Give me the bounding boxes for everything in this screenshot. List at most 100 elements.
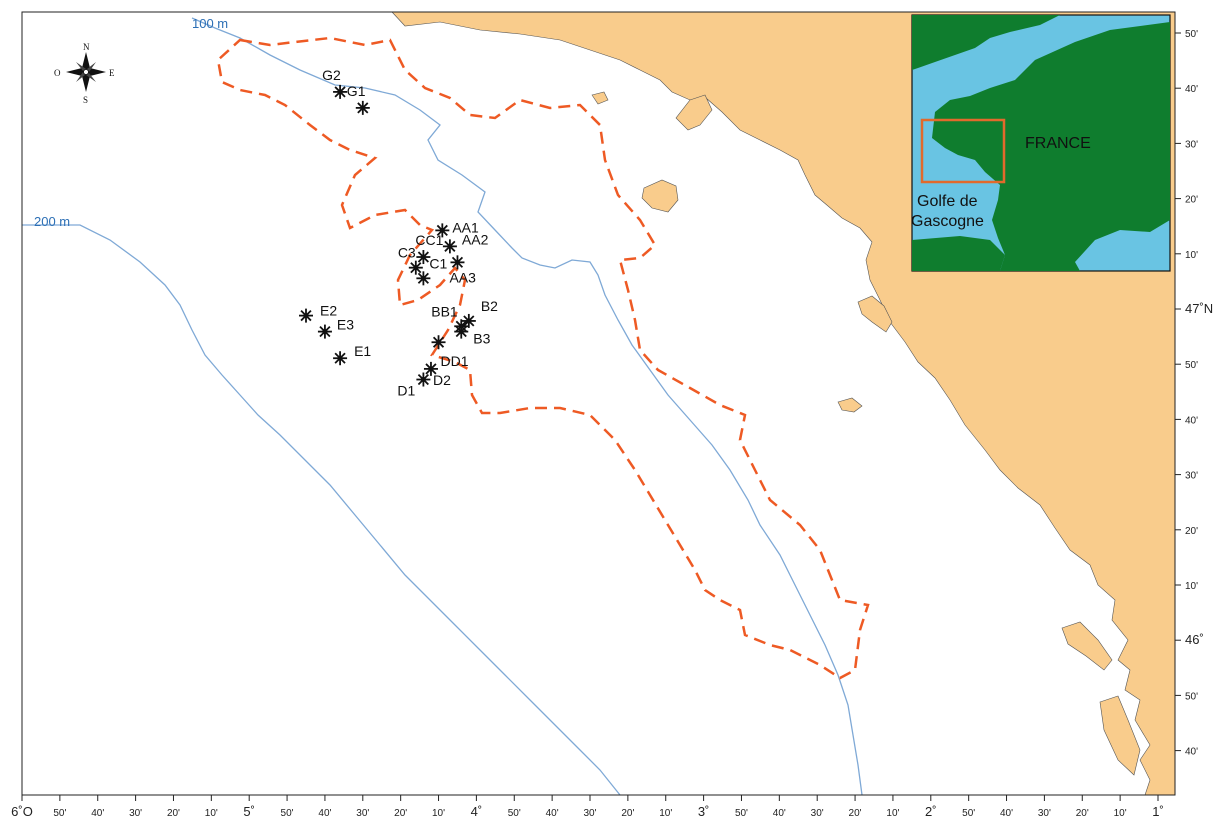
- station-star-icon: [416, 271, 431, 286]
- station-label: BB1: [431, 303, 458, 319]
- station-aa2: AA2: [442, 231, 489, 254]
- y-tick-label: 10': [1185, 250, 1198, 261]
- inset-land-france: [932, 22, 1170, 271]
- station-star-icon: [317, 324, 332, 339]
- station-star-icon: [416, 372, 431, 387]
- station-c3: C3: [398, 245, 423, 275]
- station-label: AA1: [452, 219, 479, 235]
- compass-rose-icon: N S E O: [54, 42, 115, 105]
- x-tick-label: 20': [394, 808, 407, 819]
- station-star-icon: [450, 255, 465, 270]
- x-tick-label: 20': [167, 808, 180, 819]
- station-star-icon: [431, 335, 446, 350]
- station-dd1: DD1: [431, 335, 469, 369]
- inset-gulf-label-2: Gascogne: [911, 213, 984, 230]
- latitude-axis: 50'40'30'20'10'47˚N50'40'30'20'10'46˚50'…: [1175, 29, 1213, 758]
- station-c1: C1: [416, 255, 447, 286]
- station-star-icon: [333, 351, 348, 366]
- station-label: E1: [354, 343, 371, 359]
- compass-e: E: [109, 68, 115, 78]
- station-star-icon: [416, 250, 431, 265]
- y-tick-label: 50': [1185, 360, 1198, 371]
- island-oleron: [1099, 695, 1141, 776]
- station-g1: G1: [347, 83, 370, 115]
- x-tick-label: 10': [886, 808, 899, 819]
- station-e3: E3: [317, 317, 354, 339]
- x-tick-label: 30': [356, 808, 369, 819]
- y-tick-label: 40': [1185, 415, 1198, 426]
- station-label: B3: [473, 331, 490, 347]
- y-tick-label: 46˚: [1185, 632, 1204, 647]
- y-tick-label: 47˚N: [1185, 301, 1213, 316]
- station-label: AA2: [462, 231, 489, 247]
- y-tick-label: 30': [1185, 139, 1198, 150]
- x-tick-label: 20': [1076, 808, 1089, 819]
- x-tick-label: 10': [1114, 808, 1127, 819]
- isobath-200m: [22, 224, 621, 796]
- station-label: E3: [337, 317, 354, 333]
- x-tick-label: 3˚: [698, 804, 710, 819]
- x-tick-label: 40': [546, 808, 559, 819]
- x-tick-label: 30': [583, 808, 596, 819]
- station-label: B2: [481, 298, 498, 314]
- station-star-icon: [333, 84, 348, 99]
- isobath-100m: [191, 17, 863, 796]
- y-tick-label: 30': [1185, 471, 1198, 482]
- x-tick-label: 10': [659, 808, 672, 819]
- y-tick-label: 40': [1185, 747, 1198, 758]
- station-d2: D2: [423, 361, 451, 388]
- station-star-icon: [461, 313, 476, 328]
- station-e1: E1: [333, 343, 371, 366]
- x-tick-label: 50': [508, 808, 521, 819]
- station-d1: D1: [397, 372, 431, 399]
- y-tick-label: 40': [1185, 84, 1198, 95]
- station-star-icon: [299, 308, 313, 323]
- island-noirmoutier: [857, 295, 893, 333]
- x-tick-label: 40': [91, 808, 104, 819]
- station-label: C3: [398, 245, 416, 261]
- inset-land-uk: [912, 15, 1060, 70]
- x-tick-label: 20': [849, 808, 862, 819]
- x-tick-label: 10': [205, 808, 218, 819]
- x-tick-label: 50': [735, 808, 748, 819]
- station-label: C1: [429, 255, 447, 271]
- station-cc1: CC1: [415, 232, 444, 265]
- x-tick-label: 20': [621, 808, 634, 819]
- x-tick-label: 50': [281, 808, 294, 819]
- island-small-1: [591, 91, 609, 105]
- x-tick-label: 40': [318, 808, 331, 819]
- station-star-icon: [435, 223, 450, 238]
- station-label: D1: [397, 383, 415, 399]
- inset-land-spain: [912, 236, 1005, 271]
- x-tick-label: 30': [811, 808, 824, 819]
- station-star-icon: [454, 324, 469, 339]
- x-tick-label: 4˚: [471, 804, 483, 819]
- compass-o: O: [54, 68, 61, 78]
- inset-country-label: FRANCE: [1025, 135, 1091, 152]
- island-yeu: [837, 397, 863, 413]
- study-zone-outline: [216, 36, 870, 680]
- x-tick-label: 10': [432, 808, 445, 819]
- station-label: DD1: [441, 353, 469, 369]
- x-tick-label: 40': [1000, 808, 1013, 819]
- station-star-icon: [423, 361, 438, 376]
- x-tick-label: 30': [129, 808, 142, 819]
- station-b3: B3: [454, 324, 491, 347]
- land-coast-north: [675, 94, 713, 131]
- station-e2: E2: [299, 303, 337, 323]
- x-tick-label: 2˚: [925, 804, 937, 819]
- station-label: E2: [320, 303, 337, 319]
- y-tick-label: 50': [1185, 691, 1198, 702]
- inset-gulf-label-1: Golfe de: [917, 193, 978, 210]
- station-label: G2: [322, 67, 341, 83]
- station-label: AA3: [449, 269, 476, 285]
- x-tick-label: 6˚O: [11, 804, 33, 819]
- island-belle-ile: [641, 179, 679, 213]
- x-tick-label: 1˚: [1152, 804, 1164, 819]
- inset-map: FRANCE Golfe de Gascogne: [911, 14, 1171, 272]
- isobath-100m-label: 100 m: [192, 16, 228, 31]
- x-tick-label: 50': [53, 808, 66, 819]
- compass-n: N: [83, 42, 90, 52]
- y-tick-label: 50': [1185, 29, 1198, 40]
